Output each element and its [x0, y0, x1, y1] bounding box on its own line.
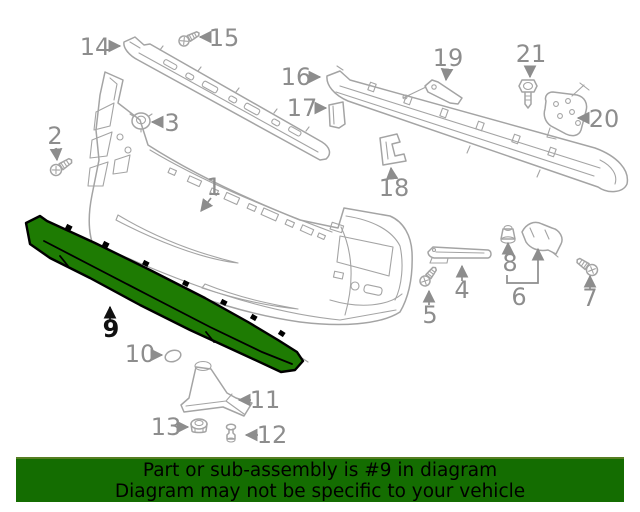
screw-icon: [419, 266, 438, 287]
svg-text:2: 2: [47, 122, 62, 150]
highlighted-part-valance: [24, 214, 305, 374]
svg-text:5: 5: [422, 301, 437, 329]
grille-trim-strip-art: [123, 36, 331, 161]
svg-text:18: 18: [379, 174, 410, 202]
svg-text:1: 1: [206, 173, 221, 201]
callout-8: 8: [501, 241, 518, 277]
callout-10: 10: [125, 340, 164, 368]
svg-text:16: 16: [281, 63, 312, 91]
lower-bracket-art: [180, 360, 253, 417]
callout-18: 18: [379, 166, 410, 202]
svg-text:19: 19: [433, 44, 464, 72]
oval-clip-icon: [164, 349, 182, 363]
callout-17: 17: [287, 94, 328, 122]
support-bracket-art: [521, 221, 563, 258]
svg-text:7: 7: [582, 284, 597, 312]
callout-11: 11: [237, 386, 281, 414]
svg-text:12: 12: [257, 421, 288, 449]
svg-text:20: 20: [589, 105, 620, 133]
callout-20: 20: [576, 105, 620, 133]
svg-text:6: 6: [511, 283, 526, 311]
callout-13: 13: [151, 413, 190, 441]
callout-15: 15: [198, 24, 240, 52]
svg-text:3: 3: [164, 109, 179, 137]
callout-4: 4: [454, 264, 470, 304]
nut-icon: [129, 112, 153, 133]
svg-text:9: 9: [103, 315, 120, 343]
banner-line-2: Diagram may not be specific to your vehi…: [114, 480, 526, 502]
callout-16: 16: [281, 63, 322, 91]
upper-bracket-art: [402, 79, 463, 105]
svg-text:10: 10: [125, 340, 156, 368]
callout-14: 14: [80, 33, 122, 61]
mounting-bracket-art: [379, 133, 407, 166]
corner-bracket-art: [543, 82, 590, 140]
part-notice-banner: Part or sub-assembly is #9 in diagram Di…: [16, 457, 624, 502]
callout-19: 19: [433, 44, 464, 82]
svg-text:8: 8: [502, 249, 517, 277]
screw-icon: [49, 157, 73, 177]
screw-icon: [178, 31, 200, 47]
screw-icon: [576, 257, 599, 277]
callout-9-highlighted: 9: [103, 305, 120, 343]
svg-text:21: 21: [516, 40, 547, 68]
diagram-line-art: [49, 31, 629, 443]
nut-icon: [190, 418, 208, 434]
callout-6: 6: [506, 247, 545, 311]
svg-text:14: 14: [80, 33, 111, 61]
callout-2: 2: [47, 122, 63, 162]
trim-strip-art: [427, 246, 492, 264]
svg-text:4: 4: [454, 276, 469, 304]
svg-text:11: 11: [250, 386, 281, 414]
side-bracket-art: [328, 101, 346, 129]
bolt-icon: [518, 79, 538, 109]
callout-12: 12: [244, 421, 288, 449]
callout-3: 3: [150, 109, 180, 137]
banner-line-1: Part or sub-assembly is #9 in diagram: [142, 459, 498, 481]
svg-text:13: 13: [151, 413, 182, 441]
callout-7: 7: [582, 274, 598, 312]
clip-icon: [500, 225, 516, 244]
callout-21: 21: [516, 40, 547, 79]
svg-text:15: 15: [209, 24, 240, 52]
impact-bar-art: [326, 65, 629, 193]
callout-5: 5: [422, 289, 438, 329]
callout-1: 1: [200, 173, 222, 213]
svg-text:17: 17: [287, 94, 318, 122]
clip-icon: [225, 423, 237, 443]
callout-labels: 1 2 3 4 5 6 7 8: [47, 24, 619, 449]
